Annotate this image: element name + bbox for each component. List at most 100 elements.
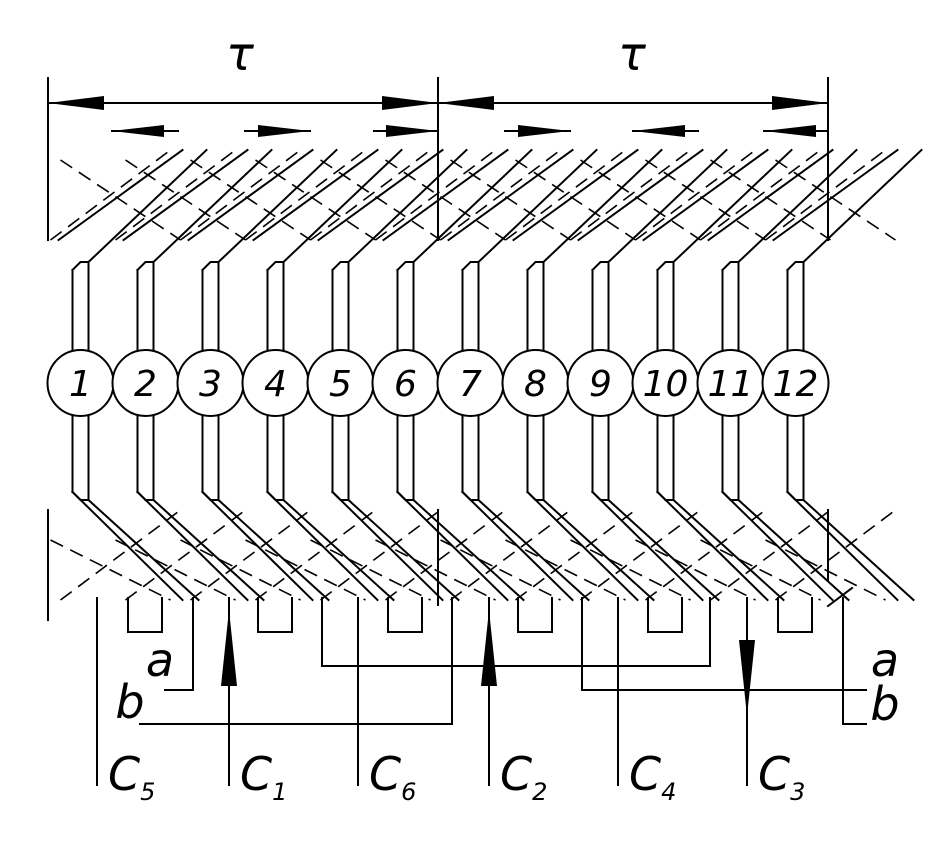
slot-7-label: 7 (459, 364, 482, 405)
end-connection-solid (347, 498, 460, 602)
lead-arrow-c3 (739, 640, 755, 716)
phase-a-wire-left (164, 597, 194, 691)
end-connection-dashed (180, 539, 301, 601)
end-connection-dashed (190, 159, 311, 241)
end-connection-dashed (645, 509, 766, 601)
lead-label-c5: C5 (108, 747, 155, 806)
end-connection-solid (317, 148, 444, 242)
end-connection-dashed (125, 509, 246, 601)
end-connection-dashed (375, 149, 496, 241)
end-connection-dashed (60, 509, 181, 601)
end-connection-dashed (775, 159, 896, 241)
pole-pitch-label-2: τ (618, 27, 646, 81)
right-end-tick (826, 586, 854, 608)
end-connection-solid (152, 148, 273, 264)
coil-top-bend (331, 261, 350, 272)
end-connection-dashed (310, 539, 431, 601)
direction-arrow-right-1 (258, 125, 310, 137)
pole-pitch-label-1: τ (226, 27, 254, 81)
end-connection-dashed (775, 509, 896, 601)
slot-6-label: 6 (394, 364, 417, 405)
end-connection-solid (672, 498, 785, 602)
slot-9-label: 9 (589, 364, 612, 405)
end-connection-dashed (310, 149, 431, 241)
end-connection-dashed (385, 159, 506, 241)
lead-label-c1: C1 (240, 747, 287, 806)
coil-top-bend (526, 261, 545, 272)
lead-label-c3: C3 (758, 747, 805, 806)
slot-2-label: 2 (134, 364, 157, 405)
end-connection-solid (542, 498, 655, 602)
jumper-loop-2 (257, 597, 293, 633)
pitch-arrow-left (48, 96, 104, 110)
end-connection-solid (607, 498, 720, 602)
jumper-loop-5 (647, 597, 683, 633)
slot-5-label: 5 (329, 364, 352, 405)
current-direction-arrows (111, 125, 829, 137)
coil-top-bend (396, 261, 415, 272)
pitch-arrow-middle-left (382, 96, 438, 110)
end-connection-dashed (765, 149, 886, 241)
end-connection-solid (672, 148, 793, 264)
end-connection-dashed (700, 539, 821, 601)
end-connection-dashed (245, 539, 366, 601)
end-connection-dashed (450, 159, 571, 241)
end-connection-dashed (635, 539, 756, 601)
end-connection-solid (477, 148, 598, 264)
end-connection-solid (57, 148, 184, 242)
lead-label-c6: C6 (369, 747, 416, 806)
coil-top-bend (721, 261, 740, 272)
jumper-loop-1 (127, 597, 163, 633)
end-connection-solid (87, 148, 208, 264)
end-connection-solid (607, 148, 728, 264)
direction-arrow-left-3 (764, 125, 816, 137)
coil-top-bend (656, 261, 675, 272)
end-connection-dashed (505, 149, 626, 241)
pitch-arrow-right (772, 96, 828, 110)
end-connection-dashed (645, 159, 766, 241)
phase-b-label-left: b (115, 675, 144, 729)
end-connection-dashed (440, 149, 561, 241)
direction-arrow-left-2 (633, 125, 685, 137)
end-connection-dashed (515, 509, 636, 601)
end-connection-solid (542, 148, 663, 264)
end-connection-solid (347, 148, 468, 264)
end-connection-solid (802, 498, 915, 602)
coil-top-bend (461, 261, 480, 272)
end-connection-dashed (255, 159, 376, 241)
end-connection-dashed (255, 509, 376, 601)
lead-label-c2: C2 (500, 747, 547, 806)
end-connection-solid (187, 148, 314, 242)
end-connection-solid (282, 148, 403, 264)
end-connection-solid (707, 148, 834, 242)
end-connection-dashed (115, 149, 236, 241)
jumper-loop-3 (387, 597, 423, 633)
end-connection-solid (412, 498, 525, 602)
coil-top-bend (201, 261, 220, 272)
end-connection-dashed (320, 159, 441, 241)
pitch-arrow-middle-right (438, 96, 494, 110)
end-connection-solid (737, 148, 858, 264)
bottom-end-connections (50, 490, 915, 602)
coil-top-bend (136, 261, 155, 272)
pole-pitch-dimensions: τ τ (47, 27, 829, 166)
phase-a-label-right: a (871, 633, 899, 687)
end-connection-solid (447, 148, 574, 242)
end-connection-solid (786, 490, 899, 602)
end-connection-dashed (570, 539, 691, 601)
slot-4-label: 4 (264, 364, 287, 405)
end-connection-dashed (125, 159, 246, 241)
end-connection-solid (642, 148, 769, 242)
top-end-connections (50, 148, 923, 272)
end-connection-dashed (570, 149, 691, 241)
end-connection-solid (152, 498, 265, 602)
end-connection-solid (382, 148, 509, 242)
end-connection-solid (252, 148, 379, 242)
end-connection-solid (802, 148, 923, 264)
end-connection-dashed (50, 149, 171, 241)
end-connection-solid (477, 498, 590, 602)
end-connection-dashed (635, 149, 756, 241)
jumper-loop-6 (777, 597, 813, 633)
